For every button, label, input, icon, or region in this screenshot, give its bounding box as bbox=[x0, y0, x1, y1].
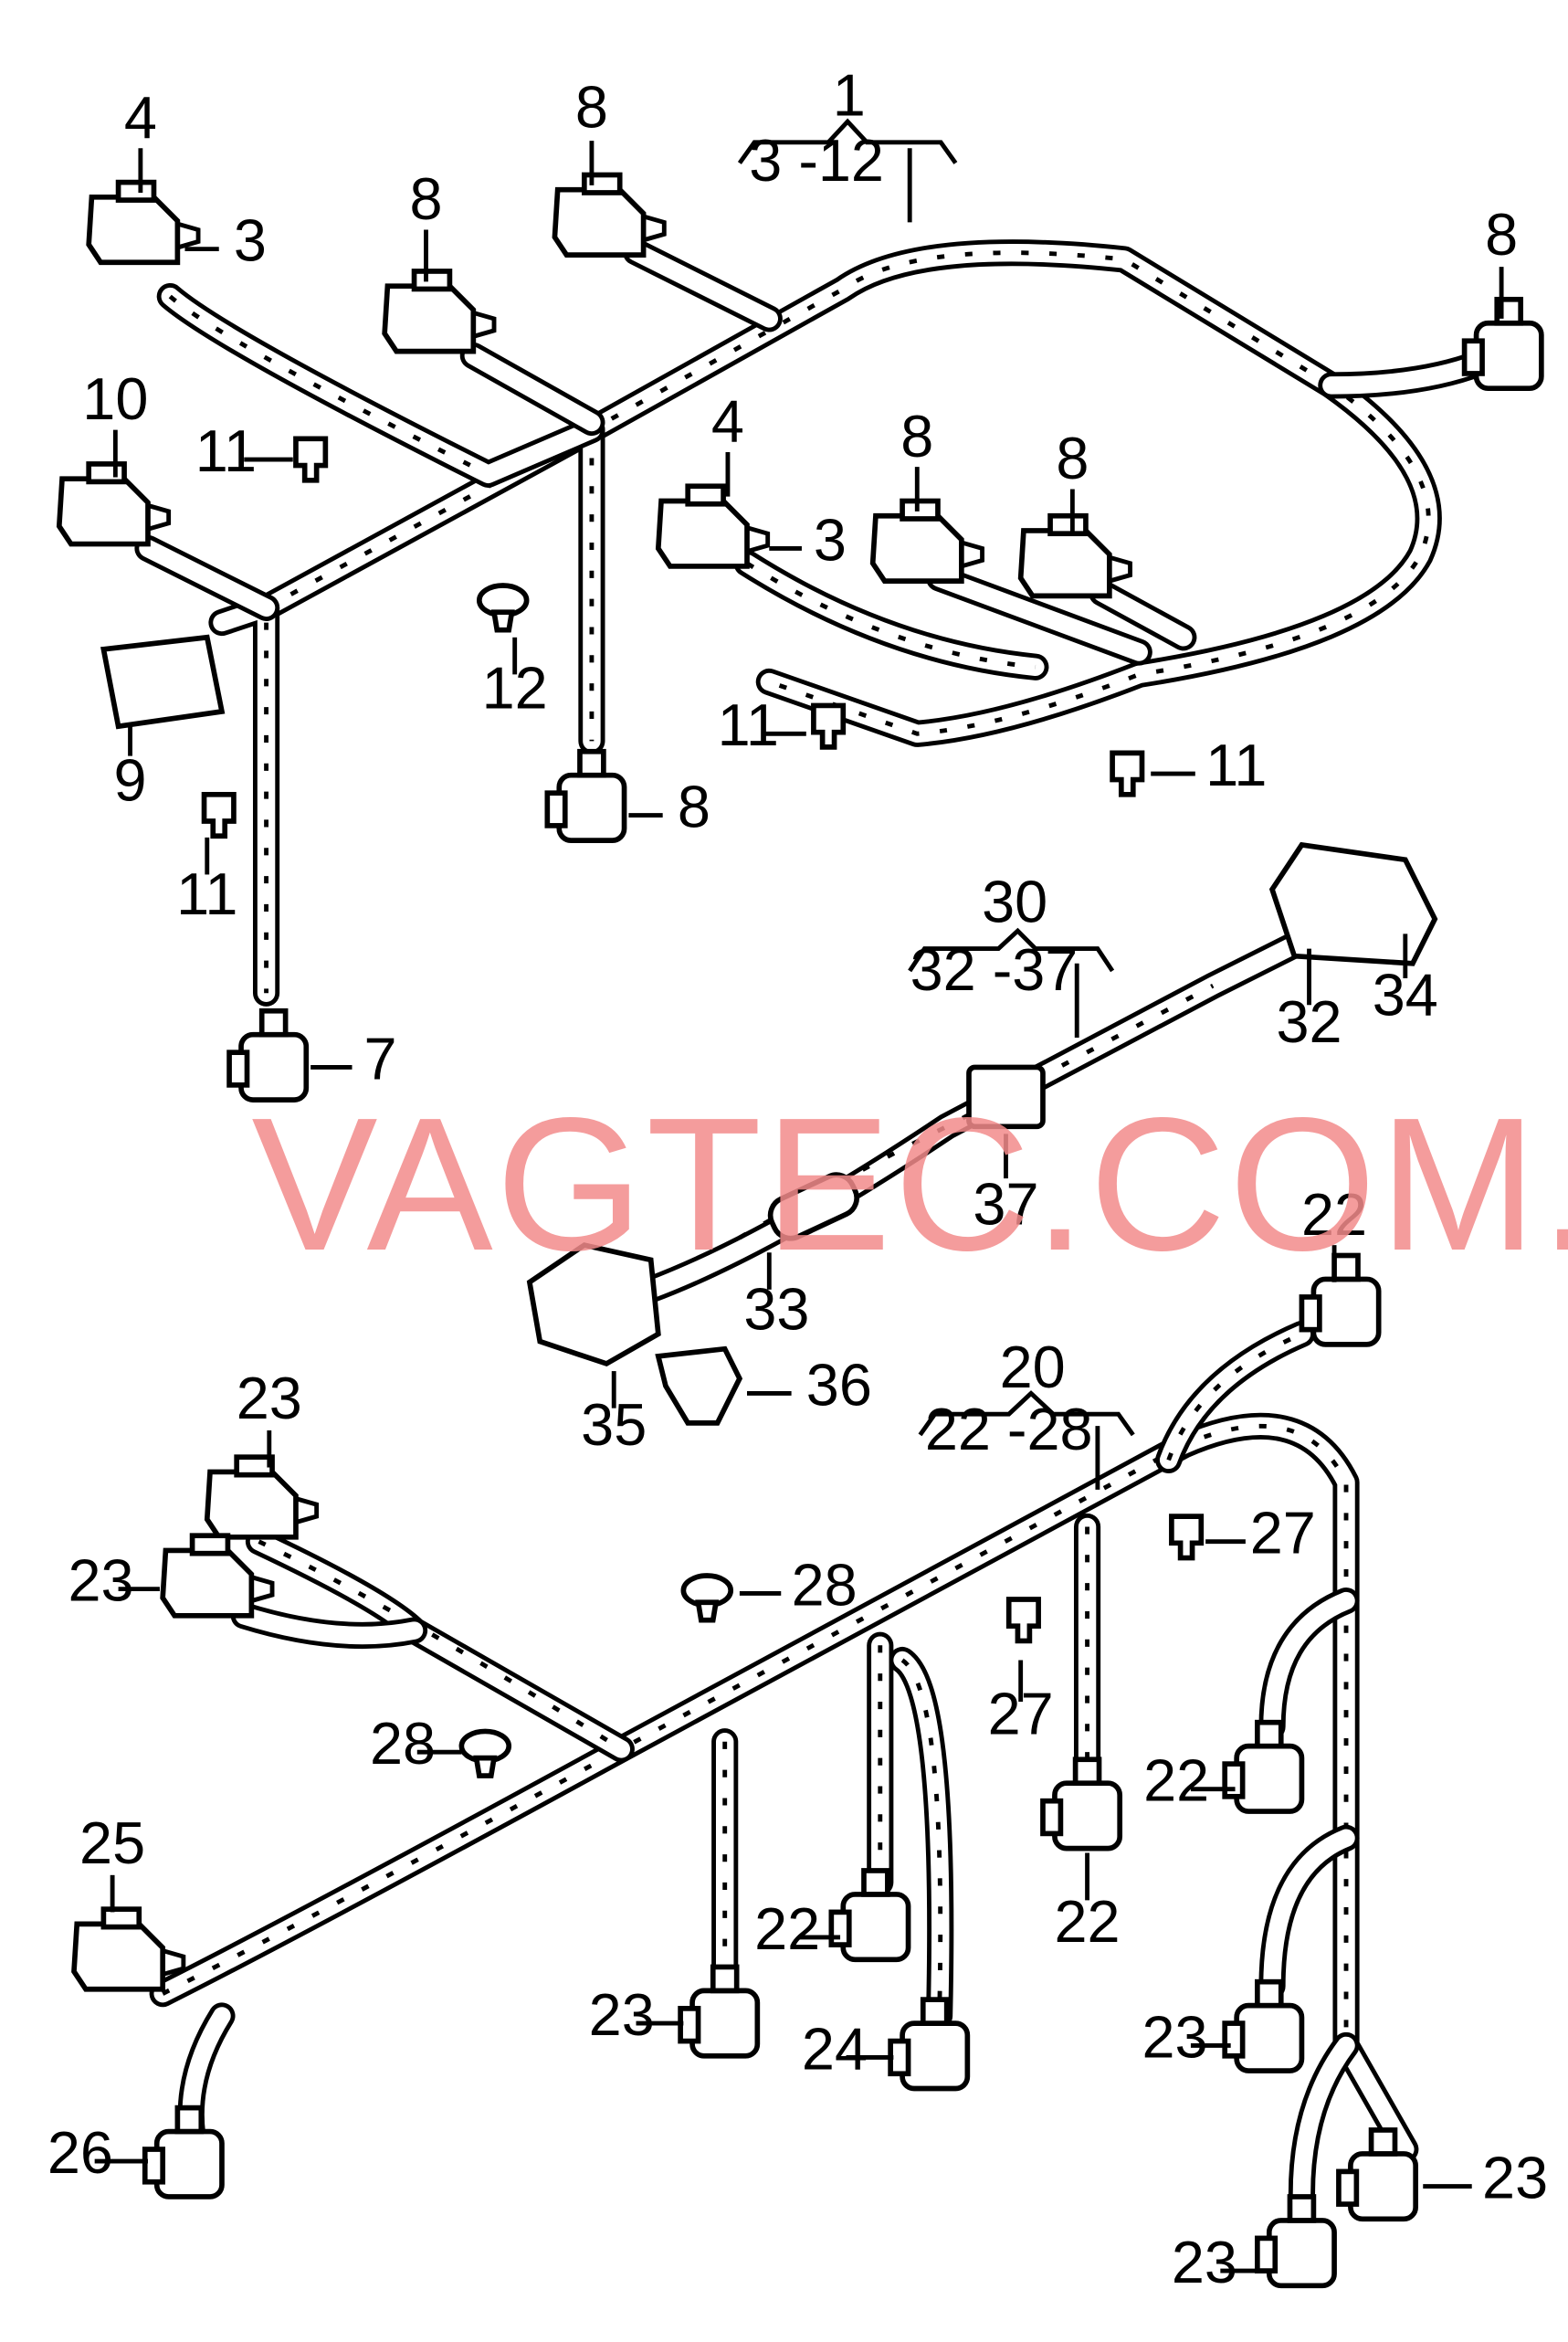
label-34: 34 bbox=[1373, 962, 1438, 1029]
callout-labels: 1 3 -12 4 3 8 8 8 10 11 4 3 8 8 9 11 12 … bbox=[47, 62, 1548, 2296]
label-37: 37 bbox=[973, 1170, 1038, 1237]
connector-26-icon bbox=[145, 2108, 222, 2197]
label-11b: 11 bbox=[176, 860, 237, 927]
label-23a: 23 bbox=[237, 1365, 302, 1431]
label-24: 24 bbox=[802, 2015, 868, 2082]
clip-11c-icon bbox=[814, 705, 843, 746]
label-28b: 28 bbox=[370, 1710, 436, 1777]
label-22c: 22 bbox=[1055, 1888, 1121, 1955]
label-range-1: 3 -12 bbox=[749, 127, 884, 194]
connector-8a-icon bbox=[384, 271, 494, 352]
harness-20 bbox=[74, 1255, 1419, 2285]
label-8a: 8 bbox=[409, 165, 442, 232]
label-22a: 22 bbox=[1301, 1181, 1367, 1248]
clip-11b-icon bbox=[205, 795, 234, 836]
label-8b: 8 bbox=[575, 74, 608, 141]
holder-28b-icon bbox=[461, 1731, 509, 1776]
label-25: 25 bbox=[79, 1809, 145, 1876]
connector-34-icon bbox=[1268, 841, 1438, 966]
label-8d: 8 bbox=[900, 403, 933, 469]
clip-11a-icon bbox=[296, 438, 325, 480]
label-35: 35 bbox=[581, 1391, 647, 1458]
label-27a: 27 bbox=[1250, 1500, 1316, 1567]
leader-lines bbox=[94, 118, 1504, 2273]
label-range-30: 32 -37 bbox=[910, 936, 1079, 1003]
label-22d: 22 bbox=[754, 1895, 820, 1962]
label-30: 30 bbox=[982, 868, 1047, 934]
watermark-text: VAGTEC.COM.UA bbox=[251, 1078, 1568, 1290]
holder-28a-icon bbox=[683, 1576, 731, 1620]
connector-23d-icon bbox=[1225, 1982, 1301, 2071]
label-23b: 23 bbox=[68, 1547, 134, 1614]
connector-8f-icon bbox=[547, 752, 624, 840]
label-1: 1 bbox=[833, 62, 866, 129]
connector-8d-icon bbox=[1021, 516, 1131, 596]
label-23f: 23 bbox=[1172, 2229, 1237, 2295]
clip-27b-icon bbox=[1009, 1599, 1038, 1640]
label-20: 20 bbox=[1000, 1334, 1066, 1400]
connector-8c-icon bbox=[873, 501, 983, 582]
label-27b: 27 bbox=[988, 1681, 1054, 1747]
label-23d: 23 bbox=[1142, 2003, 1207, 2070]
label-8c: 8 bbox=[1485, 201, 1518, 268]
label-22b: 22 bbox=[1143, 1747, 1209, 1814]
label-36: 36 bbox=[806, 1351, 872, 1418]
harness-1 bbox=[59, 174, 1542, 1100]
clip-11d-icon bbox=[1112, 753, 1142, 794]
connector-22c-icon bbox=[1043, 1759, 1120, 1848]
holder-37-icon bbox=[966, 1064, 1046, 1130]
label-11c: 11 bbox=[718, 691, 779, 758]
label-4a: 4 bbox=[124, 84, 157, 151]
label-32: 32 bbox=[1276, 988, 1342, 1055]
label-range-20: 22 -28 bbox=[925, 1396, 1093, 1462]
label-7: 7 bbox=[363, 1025, 396, 1092]
cable-30 bbox=[526, 841, 1438, 1426]
label-4b: 4 bbox=[711, 388, 744, 455]
label-3a: 3 bbox=[234, 207, 267, 274]
label-11d: 11 bbox=[1205, 732, 1267, 798]
sleeve-33-icon bbox=[767, 1172, 859, 1241]
clip-27a-icon bbox=[1172, 1516, 1201, 1557]
label-11a: 11 bbox=[195, 417, 257, 484]
connector-23c-icon bbox=[680, 1967, 757, 2055]
connector-35-icon bbox=[526, 1242, 661, 1367]
connector-22b-icon bbox=[1225, 1723, 1301, 1811]
label-26: 26 bbox=[47, 2119, 113, 2186]
label-10: 10 bbox=[82, 365, 148, 432]
label-8e: 8 bbox=[1056, 425, 1089, 491]
connector-23a-icon bbox=[207, 1457, 317, 1537]
label-3b: 3 bbox=[814, 506, 847, 573]
label-23e: 23 bbox=[1482, 2145, 1548, 2211]
label-23c: 23 bbox=[589, 1981, 655, 2048]
label-28a: 28 bbox=[792, 1551, 858, 1618]
connector-24-icon bbox=[890, 1999, 967, 2088]
connector-23f-icon bbox=[1258, 2197, 1334, 2285]
connector-9-icon bbox=[100, 634, 226, 730]
connector-3a-icon bbox=[89, 183, 198, 263]
connector-22d-icon bbox=[831, 1871, 908, 1959]
label-12: 12 bbox=[482, 655, 548, 722]
label-33: 33 bbox=[743, 1276, 809, 1343]
label-8f: 8 bbox=[678, 773, 710, 839]
holder-12-icon bbox=[479, 586, 527, 630]
label-9: 9 bbox=[114, 746, 147, 813]
bracket-36-icon bbox=[655, 1345, 743, 1426]
